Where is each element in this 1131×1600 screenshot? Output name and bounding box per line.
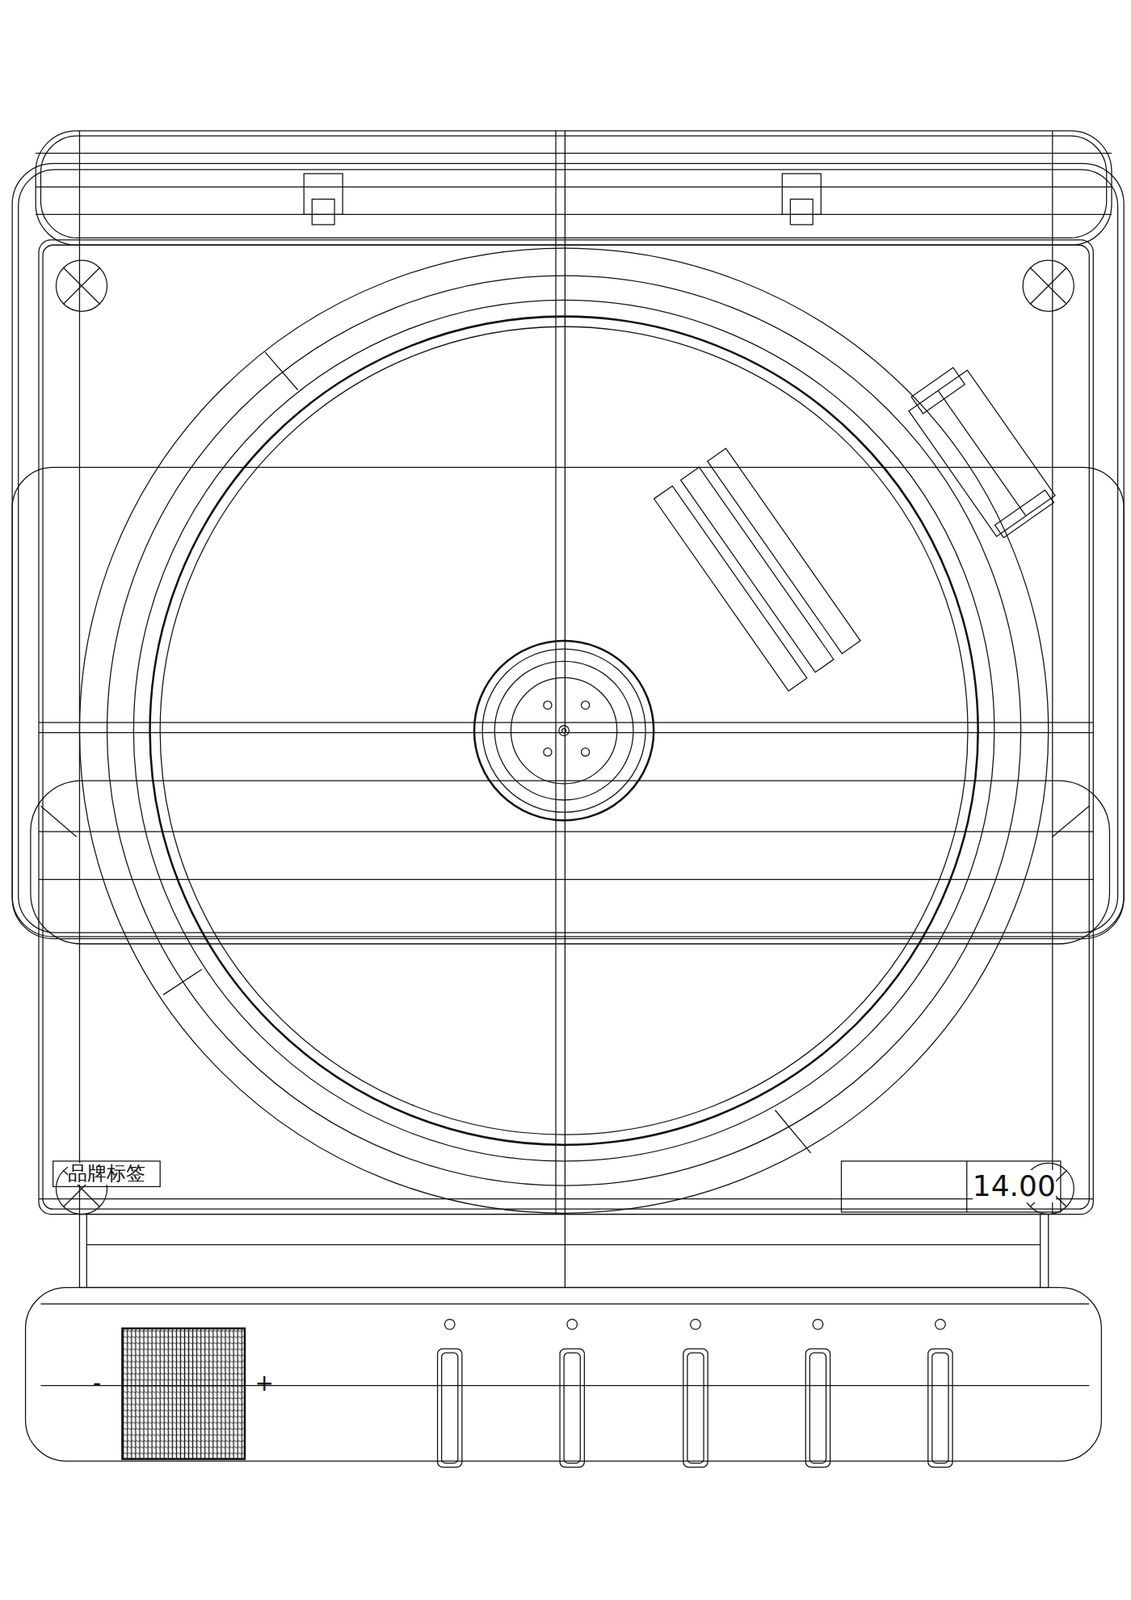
- display-box: 14.00: [840, 1160, 1060, 1212]
- node-text: 品牌标签: [67, 1162, 146, 1184]
- plus-sign: +: [255, 1371, 274, 1395]
- brand-label-box: 品牌标签: [53, 1160, 161, 1187]
- minus-sign: -: [92, 1371, 101, 1395]
- node-text: 14.00: [972, 1169, 1056, 1203]
